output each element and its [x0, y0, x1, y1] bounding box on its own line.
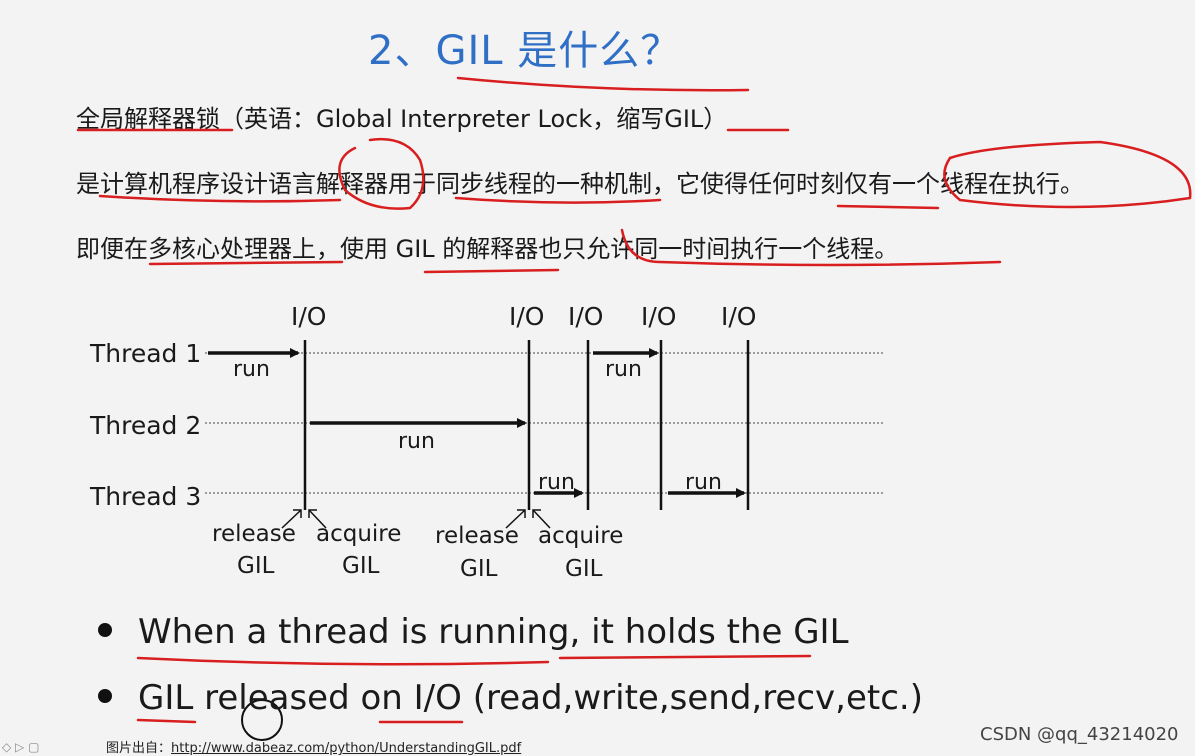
release-arrow-2 [505, 509, 526, 529]
acquire-label-1: acquire [316, 521, 401, 547]
run-label-5: run [685, 470, 722, 495]
gil-label-3: GIL [460, 556, 498, 582]
acquire-arrow-1 [308, 509, 327, 529]
slide-title: 2、GIL 是什么？ [368, 28, 682, 74]
toolbar-icons[interactable]: ◇ ▷ ▢ [2, 740, 40, 754]
red-annotations [76, 76, 1192, 724]
underline-multicore [148, 260, 344, 266]
paragraph-3: 即便在多核心处理器上，使用 GIL 的解释器也只允许同一时间执行一个线程。 [76, 235, 899, 263]
bullet-dot-icon [98, 622, 112, 637]
circle-interpreter [338, 137, 425, 210]
gil-label-4: GIL [565, 556, 603, 582]
release-label-1: release [212, 521, 296, 547]
io-label-1: I/O [291, 302, 326, 331]
paragraph-1: 全局解释器锁（英语：Global Interpreter Lock，缩写GIL） [76, 105, 728, 133]
csdn-watermark: CSDN @qq_43214020 [980, 724, 1179, 745]
circle-only-one [943, 140, 1192, 209]
gil-label-2: GIL [342, 553, 380, 579]
underline-only-allow [620, 228, 1002, 267]
thread-2-label: Thread 2 [89, 411, 201, 440]
underline-language [98, 194, 342, 203]
bullet-1: When a thread is running, it holds the G… [98, 612, 849, 652]
gil-label-1: GIL [237, 553, 275, 579]
underline-title [456, 76, 750, 92]
bullet-2-text: GIL released on I/O (read,write,send,rec… [138, 678, 923, 718]
source-prefix: 图片出自： [106, 741, 172, 756]
run-label-2: run [398, 429, 435, 454]
acquire-arrow-2 [532, 509, 551, 529]
cursor-circle [241, 699, 283, 741]
io-label-5: I/O [721, 302, 756, 331]
source-url-link[interactable]: http://www.dabeaz.com/python/Understandi… [171, 741, 522, 756]
underline-bullet-2a [136, 718, 197, 724]
io-label-2: I/O [509, 302, 544, 331]
run-label-1: run [233, 357, 270, 382]
io-label-4: I/O [641, 302, 676, 331]
thread-1-label: Thread 1 [89, 339, 201, 368]
underline-bullet-1b [558, 654, 812, 660]
bullet-2: GIL released on I/O (read,write,send,rec… [98, 678, 923, 718]
thread-3-label: Thread 3 [89, 482, 201, 511]
release-label-2: release [435, 523, 519, 549]
underline-anytime [836, 204, 940, 210]
bullet-dot-icon [98, 688, 112, 703]
underline-sync [454, 196, 662, 204]
source-credit: 图片出自：http://www.dabeaz.com/python/Unders… [106, 737, 521, 756]
underline-bullet-1a [136, 656, 550, 666]
run-label-4: run [605, 357, 642, 382]
io-label-3: I/O [568, 302, 603, 331]
underline-gil-interp [423, 268, 560, 274]
bullet-1-text: When a thread is running, it holds the G… [138, 612, 849, 652]
paragraph-2: 是计算机程序设计语言解释器用于同步线程的一种机制，它使得任何时刻仅有一个线程在执… [76, 170, 1084, 198]
acquire-label-2: acquire [538, 523, 623, 549]
run-label-3: run [538, 470, 575, 495]
release-arrow-1 [281, 509, 302, 529]
